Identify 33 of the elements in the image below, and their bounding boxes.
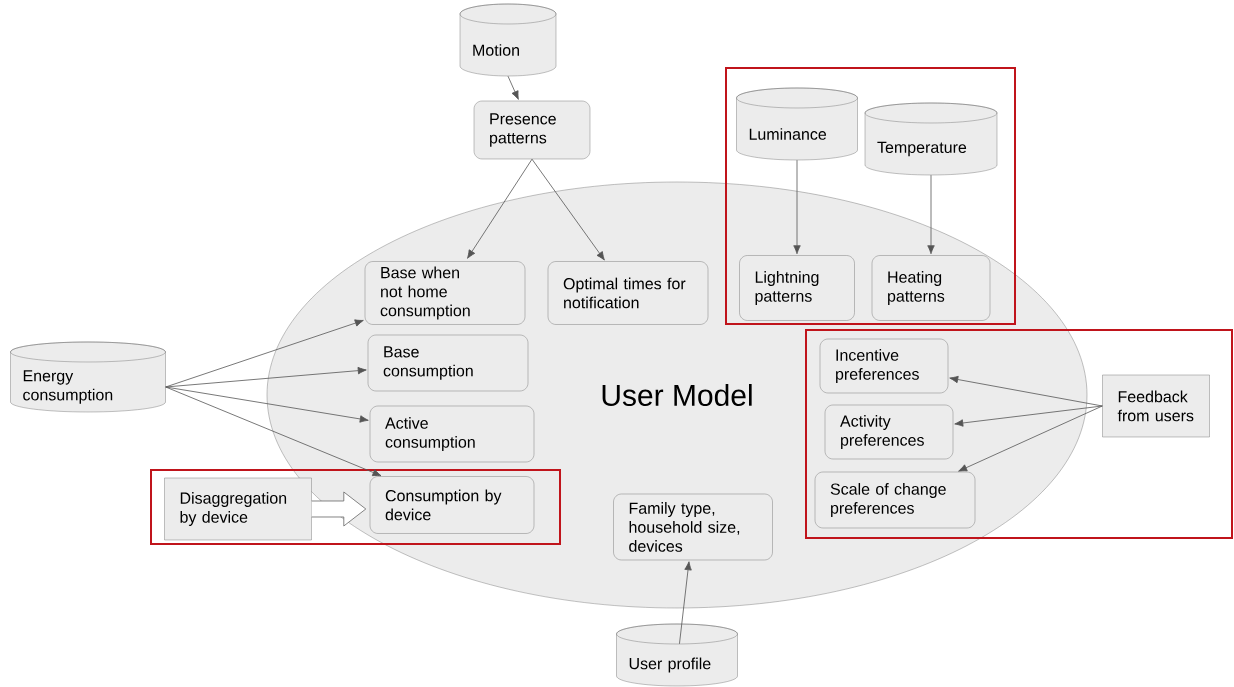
arrow <box>531 158 605 261</box>
arrow <box>165 319 364 388</box>
process-box: Scale of change preferences <box>814 471 976 529</box>
data-cylinder: Temperature <box>864 102 998 176</box>
arrow <box>165 386 382 477</box>
arrow <box>165 386 369 423</box>
data-cylinder: Luminance <box>736 87 858 161</box>
process-box: Incentive preferences <box>819 338 949 394</box>
process-box: Optimal times for notification <box>547 261 709 325</box>
process-box: Base consumption <box>367 334 529 392</box>
data-cylinder: User profile <box>616 623 738 687</box>
process-box: Consumption by device <box>369 476 535 534</box>
arrow <box>507 75 519 100</box>
data-cylinder: Motion <box>459 3 557 77</box>
block-arrow <box>311 491 367 527</box>
process-box: Activity preferences <box>824 404 954 460</box>
arrow <box>958 405 1103 472</box>
process-box: Base when not home consumption <box>364 261 526 325</box>
process-box: Family type, household size, devices <box>613 493 773 561</box>
process-box: Presence patterns <box>473 100 591 160</box>
arrow <box>165 366 367 388</box>
process-box: Active consumption <box>369 405 535 463</box>
arrow <box>679 561 692 645</box>
source-box: Feedback from users <box>1102 374 1210 438</box>
process-box: Lightning patterns <box>739 255 855 321</box>
arrow <box>927 174 935 255</box>
data-cylinder: Energy consumption <box>10 341 166 413</box>
source-box: Disaggregation by device <box>164 477 312 541</box>
arrow <box>949 375 1103 407</box>
arrow <box>793 159 801 255</box>
arrow <box>954 405 1103 427</box>
process-box: Heating patterns <box>871 255 991 321</box>
arrow <box>467 158 533 259</box>
